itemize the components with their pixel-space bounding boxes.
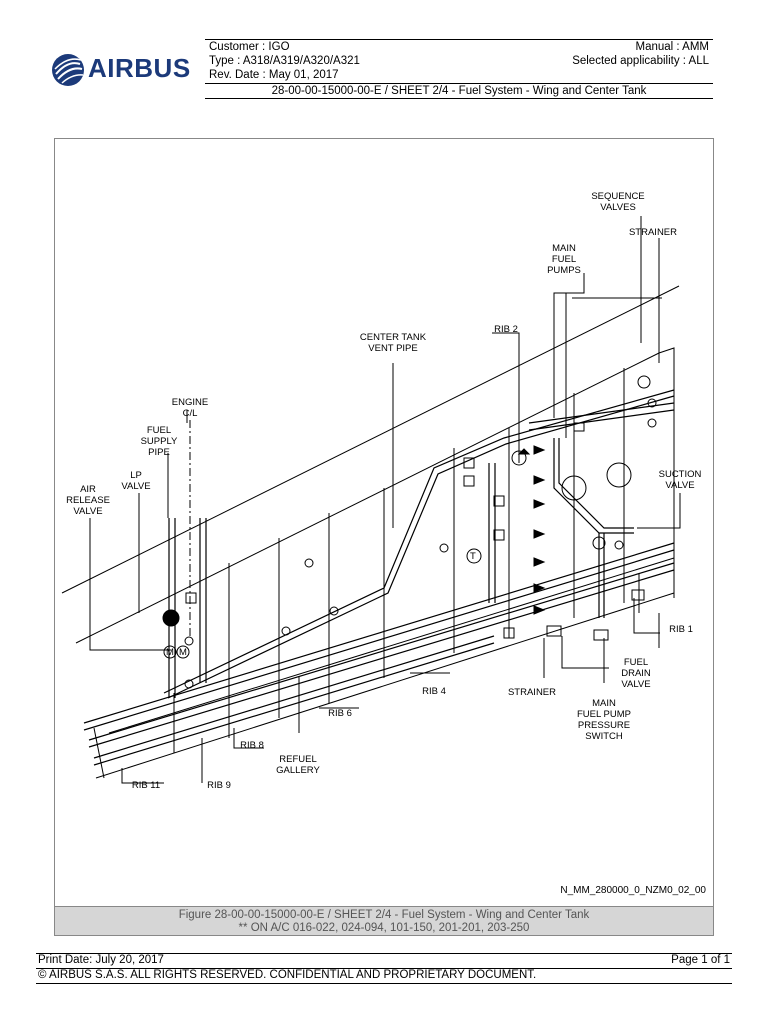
suction-valve-label: SUCTION	[659, 469, 702, 480]
wing-root-edge	[658, 347, 675, 598]
svg-text:VENT PIPE: VENT PIPE	[368, 343, 417, 354]
main-fuel-pumps-label: MAIN	[552, 243, 576, 254]
page-number: Page 1 of 1	[671, 954, 730, 966]
document-title: 28-00-00-15000-00-E / SHEET 2/4 - Fuel S…	[271, 85, 647, 97]
motor-b-label: M	[179, 647, 187, 658]
strainer-bottom-label: STRAINER	[508, 687, 556, 698]
rib-2-label: RIB 2	[494, 324, 518, 335]
airbus-globe-icon	[52, 54, 84, 86]
main-fuel-pump-2-icon	[606, 462, 632, 488]
type-field: Type : A318/A319/A320/A321	[209, 55, 360, 67]
rib-4-label: RIB 4	[422, 686, 446, 697]
wing-upper-spar	[75, 352, 660, 644]
svg-text:FUEL: FUEL	[552, 254, 576, 265]
svg-text:VALVE: VALVE	[73, 506, 102, 517]
motor-a-label: M	[166, 647, 174, 658]
svg-text:SWITCH: SWITCH	[585, 731, 623, 742]
svg-text:PIPE: PIPE	[148, 447, 170, 458]
svg-text:PUMPS: PUMPS	[547, 265, 581, 276]
svg-text:VALVE: VALVE	[665, 480, 694, 491]
logo-wordmark: AIRBUS	[88, 53, 191, 83]
wing-rear-spar	[95, 592, 675, 779]
svg-text:C/L: C/L	[183, 408, 198, 419]
fuel-supply-pipe-label: FUEL	[147, 425, 171, 436]
wing-rear-spar-inner	[108, 557, 675, 734]
drawing-id: N_MM_280000_0_NZM0_02_00	[560, 885, 706, 896]
manual-field: Manual : AMM	[635, 41, 710, 53]
copyright-notice: © AIRBUS S.A.S. ALL RIGHTS RESERVED. CON…	[38, 969, 537, 981]
rev-date-field: Rev. Date : May 01, 2017	[209, 69, 339, 81]
caption-title: Figure 28-00-00-15000-00-E / SHEET 2/4 -…	[178, 909, 590, 921]
svg-text:VALVE: VALVE	[121, 481, 150, 492]
refuel-gallery-label: REFUEL	[279, 754, 316, 765]
strainer-top-label: STRAINER	[629, 227, 677, 238]
caption-applicability: ** ON A/C 016-022, 024-094, 101-150, 201…	[238, 922, 530, 934]
svg-text:FUEL PUMP: FUEL PUMP	[577, 709, 631, 720]
airbus-logo: AIRBUS	[50, 52, 200, 88]
fuel-drain-valve-label: FUEL	[624, 657, 648, 668]
temp-sensor-icon	[466, 548, 482, 564]
temp-sensor-label: T	[470, 551, 476, 562]
rib-6-label: RIB 6	[328, 708, 352, 719]
svg-text:DRAIN: DRAIN	[621, 668, 651, 679]
engine-cl-label: ENGINE	[172, 397, 208, 408]
svg-text:VALVE: VALVE	[621, 679, 650, 690]
svg-text:PRESSURE: PRESSURE	[578, 720, 630, 731]
rib-9-label: RIB 9	[207, 780, 231, 791]
applicability-field: Selected applicability : ALL	[572, 55, 709, 67]
rib-8-label: RIB 8	[240, 740, 264, 751]
center-tank-vent-label: CENTER TANK	[360, 332, 427, 343]
print-date: Print Date: July 20, 2017	[38, 954, 164, 966]
fuel-system-diagram: M M T SEQUENCE VALVES STRAINER MAIN FUEL…	[61, 191, 702, 791]
svg-text:SUPPLY: SUPPLY	[141, 436, 178, 447]
wing-leading-edge	[61, 285, 680, 594]
lp-valve-icon	[162, 609, 180, 627]
svg-text:GALLERY: GALLERY	[276, 765, 320, 776]
sequence-valves-label: SEQUENCE	[591, 191, 644, 202]
pump-pressure-switch-label: MAIN	[592, 698, 616, 709]
main-fuel-pump-1-icon	[561, 475, 587, 501]
lp-valve-label: LP	[130, 470, 142, 481]
customer-field: Customer : IGO	[209, 41, 290, 53]
rib-11-label: RIB 11	[132, 780, 160, 791]
rib-1-label: RIB 1	[669, 624, 693, 635]
svg-text:VALVES: VALVES	[600, 202, 636, 213]
figure-caption: Figure 28-00-00-15000-00-E / SHEET 2/4 -…	[54, 906, 714, 936]
air-release-valve-label: AIR	[80, 484, 96, 495]
svg-text:RELEASE: RELEASE	[66, 495, 110, 506]
